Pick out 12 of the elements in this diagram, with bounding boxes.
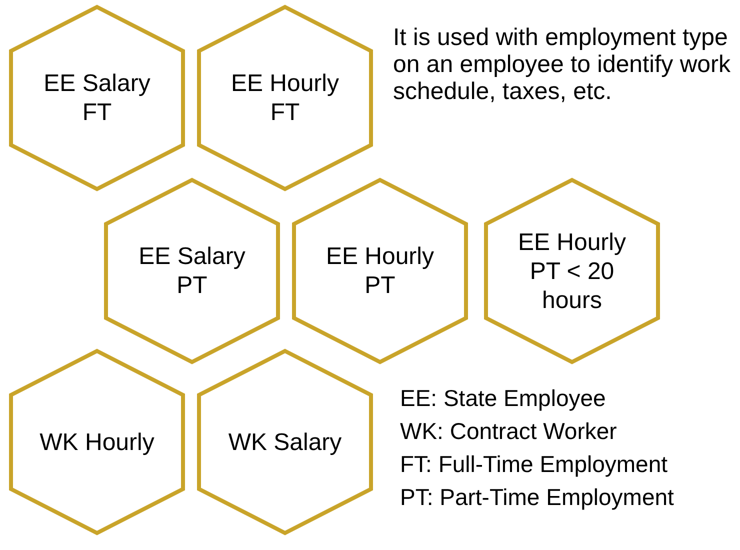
hexagon-label: WK Hourly [40,428,154,456]
hexagon-label: WK Salary [228,428,342,456]
hexagon-label: EE Salary FT [42,69,152,127]
hexagon-label: EE Salary PT [138,242,246,300]
hexagon-label: EE Hourly FT [230,69,340,127]
abbreviation-definition: FT: Full-Time Employment [400,451,669,478]
abbreviation-definition: EE: State Employee [400,385,607,412]
abbreviation-definition: WK: Contract Worker [400,418,618,445]
hexagon-label: EE Hourly PT < 20 hours [516,228,628,314]
abbreviation-definition: PT: Part-Time Employment [400,484,675,511]
hexagon-label: EE Hourly PT [324,242,436,300]
description-text: It is used with employment type on an employee to identify work schedule, taxes, etc. [393,24,732,105]
